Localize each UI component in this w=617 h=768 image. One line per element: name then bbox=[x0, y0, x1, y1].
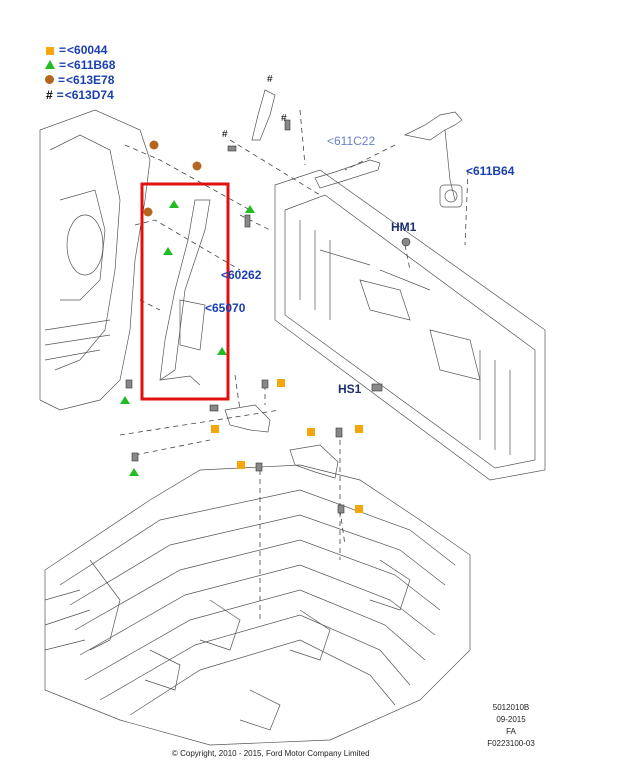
belt-guide-611c22 bbox=[314, 159, 381, 189]
bolt-part bbox=[371, 383, 383, 392]
legend: = <60044 = <611B68 = <613E78 # = <613D74 bbox=[44, 42, 115, 102]
drawing-date: 09-2015 bbox=[496, 715, 526, 724]
marker-triangle-icon bbox=[129, 468, 139, 476]
copyright-text: © Copyright, 2010 - 2015, Ford Motor Com… bbox=[172, 749, 370, 758]
label-611c22: <611C22 bbox=[327, 134, 376, 148]
bolt-part bbox=[125, 379, 133, 389]
bolt-part bbox=[131, 452, 139, 462]
drawing-id: F0223100-03 bbox=[487, 739, 535, 748]
legend-row-square: = <60044 bbox=[44, 42, 115, 57]
marker-hash-icon: # bbox=[222, 129, 228, 140]
marker-triangle-icon bbox=[245, 205, 255, 213]
legend-label: <611B68 bbox=[67, 57, 116, 72]
marker-circle-icon bbox=[192, 161, 202, 171]
floor-pan bbox=[44, 464, 471, 746]
legend-equals: = bbox=[58, 72, 66, 87]
marker-triangle-icon bbox=[169, 200, 179, 208]
bolt-part bbox=[284, 119, 291, 131]
marker-hash-icon: # bbox=[267, 74, 273, 85]
drawing-code: 5012010B bbox=[492, 703, 530, 712]
legend-equals: = bbox=[59, 57, 67, 72]
cab-side-panel bbox=[39, 109, 151, 411]
marker-triangle-icon bbox=[217, 347, 227, 355]
bolt-part bbox=[209, 404, 219, 412]
drawing-info: 5012010B 09-2015 FA F0223100-03 bbox=[476, 702, 546, 750]
legend-row-triangle: = <611B68 bbox=[44, 57, 115, 72]
marker-hash-icon: # bbox=[281, 113, 287, 124]
legend-row-hash: # = <613D74 bbox=[44, 87, 115, 102]
label-60262: <60262 bbox=[221, 268, 262, 282]
legend-label: <60044 bbox=[67, 42, 108, 57]
marker-square-icon bbox=[211, 425, 219, 433]
marker-square-icon bbox=[307, 428, 315, 436]
bolt-part bbox=[337, 504, 345, 514]
retractor-611b64 bbox=[403, 111, 463, 208]
marker-square-icon bbox=[355, 425, 363, 433]
triangle-icon bbox=[45, 60, 55, 69]
marker-square-icon bbox=[277, 379, 285, 387]
bolt-part bbox=[335, 427, 343, 438]
label-hs1: HS1 bbox=[338, 382, 362, 396]
highlight-box bbox=[140, 182, 230, 401]
bolt-part bbox=[261, 379, 269, 389]
marker-triangle-icon bbox=[163, 247, 173, 255]
hash-icon: # bbox=[46, 87, 53, 102]
label-611b64: <611B64 bbox=[466, 164, 515, 178]
bolt-hm1 bbox=[401, 237, 411, 247]
legend-equals: = bbox=[56, 87, 64, 102]
square-icon bbox=[46, 46, 54, 55]
drawing-region: FA bbox=[506, 727, 516, 736]
legend-label: <613E78 bbox=[66, 72, 115, 87]
legend-label: <613D74 bbox=[64, 87, 114, 102]
marker-circle-icon bbox=[143, 207, 153, 217]
bolt-part bbox=[227, 145, 237, 152]
label-65070: <65070 bbox=[205, 301, 246, 315]
marker-square-icon bbox=[355, 505, 363, 513]
front-seat-belt-assembly bbox=[159, 199, 211, 386]
upper-retractor-bracket bbox=[251, 89, 276, 141]
floor-anchor-bracket-left bbox=[224, 404, 271, 433]
marker-triangle-icon bbox=[120, 396, 130, 404]
floor-anchor-bracket-right bbox=[289, 444, 339, 479]
legend-equals: = bbox=[59, 42, 67, 57]
legend-row-circle: = <613E78 bbox=[44, 72, 115, 87]
marker-square-icon bbox=[237, 461, 245, 469]
bolt-part bbox=[255, 462, 263, 472]
label-hm1: HM1 bbox=[391, 220, 417, 234]
marker-circle-icon bbox=[149, 140, 159, 150]
circle-icon bbox=[45, 75, 54, 84]
bolt-part bbox=[244, 214, 251, 228]
rear-bulkhead-panel bbox=[274, 169, 546, 481]
